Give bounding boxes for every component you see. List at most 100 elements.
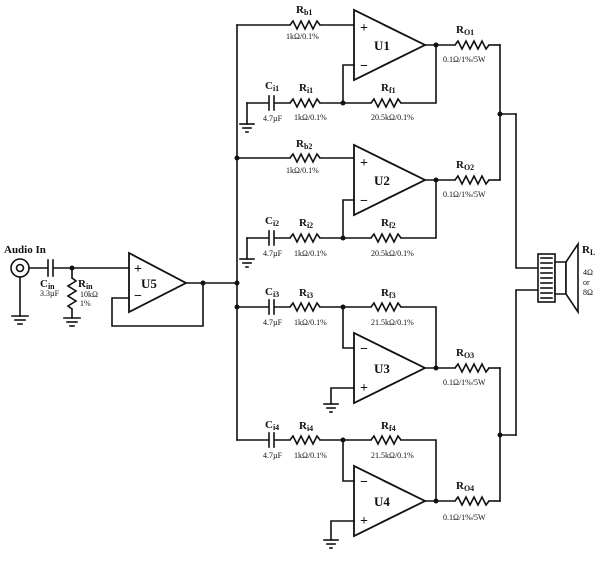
ri2-label: Ri2: [299, 217, 313, 230]
ci1-label: Ci1: [265, 80, 279, 93]
rf2-label: Rf2: [381, 217, 396, 230]
resistor-ro1: [454, 39, 490, 51]
ci3-label: Ci3: [265, 286, 279, 299]
rf2-value: 20.5kΩ/0.1%: [371, 249, 414, 258]
rin-value: 10kΩ: [80, 290, 98, 299]
ro4-value: 0.1Ω/1%/5W: [443, 513, 486, 522]
minus-sign: −: [360, 59, 368, 74]
resistor-rin: [66, 267, 78, 319]
rb2-label: Rb2: [296, 138, 312, 151]
audio-input-jack: [10, 258, 30, 317]
rl-value-4ohm: 4Ω: [583, 268, 593, 277]
plus-sign: +: [360, 381, 368, 396]
opamp-u5: [128, 251, 188, 314]
resistor-ri3: [289, 301, 321, 313]
minus-sign: −: [360, 342, 368, 357]
ro3-value: 0.1Ω/1%/5W: [443, 378, 486, 387]
ci1-value: 4.7µF: [263, 114, 283, 123]
opamp-u2: [353, 143, 428, 217]
capacitor-ci1: [268, 95, 275, 111]
rf1-label: Rf1: [381, 82, 396, 95]
ground-symbol: [11, 315, 29, 325]
minus-sign: −: [360, 194, 368, 209]
ri4-value: 1kΩ/0.1%: [294, 451, 327, 460]
speaker-icon: [537, 241, 579, 315]
resistor-rb1: [289, 19, 321, 31]
rf1-value: 20.5kΩ/0.1%: [371, 113, 414, 122]
junction-dot: [200, 280, 206, 286]
u5-label: U5: [141, 276, 157, 291]
resistor-ro4: [454, 495, 490, 507]
ground-symbol: [323, 387, 355, 413]
ri3-value: 1kΩ/0.1%: [294, 318, 327, 327]
resistor-rf4: [370, 434, 402, 446]
resistor-rf2: [370, 232, 402, 244]
capacitor-cin: [47, 259, 54, 277]
ro2-label: RO2: [456, 159, 474, 172]
ci2-label: Ci2: [265, 215, 279, 228]
u4-label: U4: [374, 494, 390, 509]
resistor-rf1: [370, 97, 402, 109]
opamp-u4: [353, 464, 428, 538]
rl-value-8ohm: 8Ω: [583, 288, 593, 297]
resistor-rf3: [370, 301, 402, 313]
ro3-label: RO3: [456, 347, 474, 360]
ci4-label: Ci4: [265, 419, 279, 432]
plus-sign: +: [360, 156, 368, 171]
ro4-label: RO4: [456, 480, 474, 493]
rin-tolerance: 1%: [80, 299, 91, 308]
capacitor-ci2: [268, 230, 275, 246]
plus-sign: +: [134, 262, 142, 277]
rf3-label: Rf3: [381, 287, 396, 300]
cin-value: 3.3µF: [40, 289, 60, 298]
resistor-ri1: [289, 97, 321, 109]
ri2-value: 1kΩ/0.1%: [294, 249, 327, 258]
ro2-value: 0.1Ω/1%/5W: [443, 190, 486, 199]
minus-sign: −: [134, 289, 142, 304]
minus-sign: −: [360, 475, 368, 490]
plus-sign: +: [360, 514, 368, 529]
rf4-label: Rf4: [381, 420, 396, 433]
rl-label: RL: [582, 244, 595, 257]
ri4-label: Ri4: [299, 420, 313, 433]
u1-label: U1: [374, 38, 390, 53]
resistor-ro3: [454, 362, 490, 374]
junction-dot: [497, 111, 503, 117]
plus-sign: +: [360, 21, 368, 36]
ri3-label: Ri3: [299, 287, 313, 300]
ri1-value: 1kΩ/0.1%: [294, 113, 327, 122]
rb1-value: 1kΩ/0.1%: [286, 32, 319, 41]
ci3-value: 4.7µF: [263, 318, 283, 327]
capacitor-ci3: [268, 299, 275, 315]
ro1-label: RO1: [456, 24, 474, 37]
ci2-value: 4.7µF: [263, 249, 283, 258]
ci4-value: 4.7µF: [263, 451, 283, 460]
resistor-ro2: [454, 174, 490, 186]
junction-dot: [340, 100, 346, 106]
ground-symbol: [239, 102, 255, 133]
cin-label: Cin: [40, 278, 55, 291]
resistor-rb2: [289, 152, 321, 164]
audio-in-label: Audio In: [4, 244, 46, 256]
u2-label: U2: [374, 173, 390, 188]
u3-label: U3: [374, 361, 390, 376]
ro1-value: 0.1Ω/1%/5W: [443, 55, 486, 64]
rb1-label: Rb1: [296, 4, 312, 17]
rf3-value: 21.5kΩ/0.1%: [371, 318, 414, 327]
rin-label: Rin: [78, 278, 93, 291]
ground-symbol: [239, 237, 255, 268]
junction-dot: [340, 235, 346, 241]
ground-symbol: [63, 317, 81, 327]
opamp-u3: [353, 331, 428, 405]
opamp-u1: [353, 8, 428, 82]
ri1-label: Ri1: [299, 82, 313, 95]
rb2-value: 1kΩ/0.1%: [286, 166, 319, 175]
junction-dot: [497, 432, 503, 438]
capacitor-ci4: [268, 432, 275, 448]
ground-symbol: [323, 520, 355, 549]
resistor-ri2: [289, 232, 321, 244]
rf4-value: 21.5kΩ/0.1%: [371, 451, 414, 460]
resistor-ri4: [289, 434, 321, 446]
rl-value-or: or: [583, 278, 590, 287]
